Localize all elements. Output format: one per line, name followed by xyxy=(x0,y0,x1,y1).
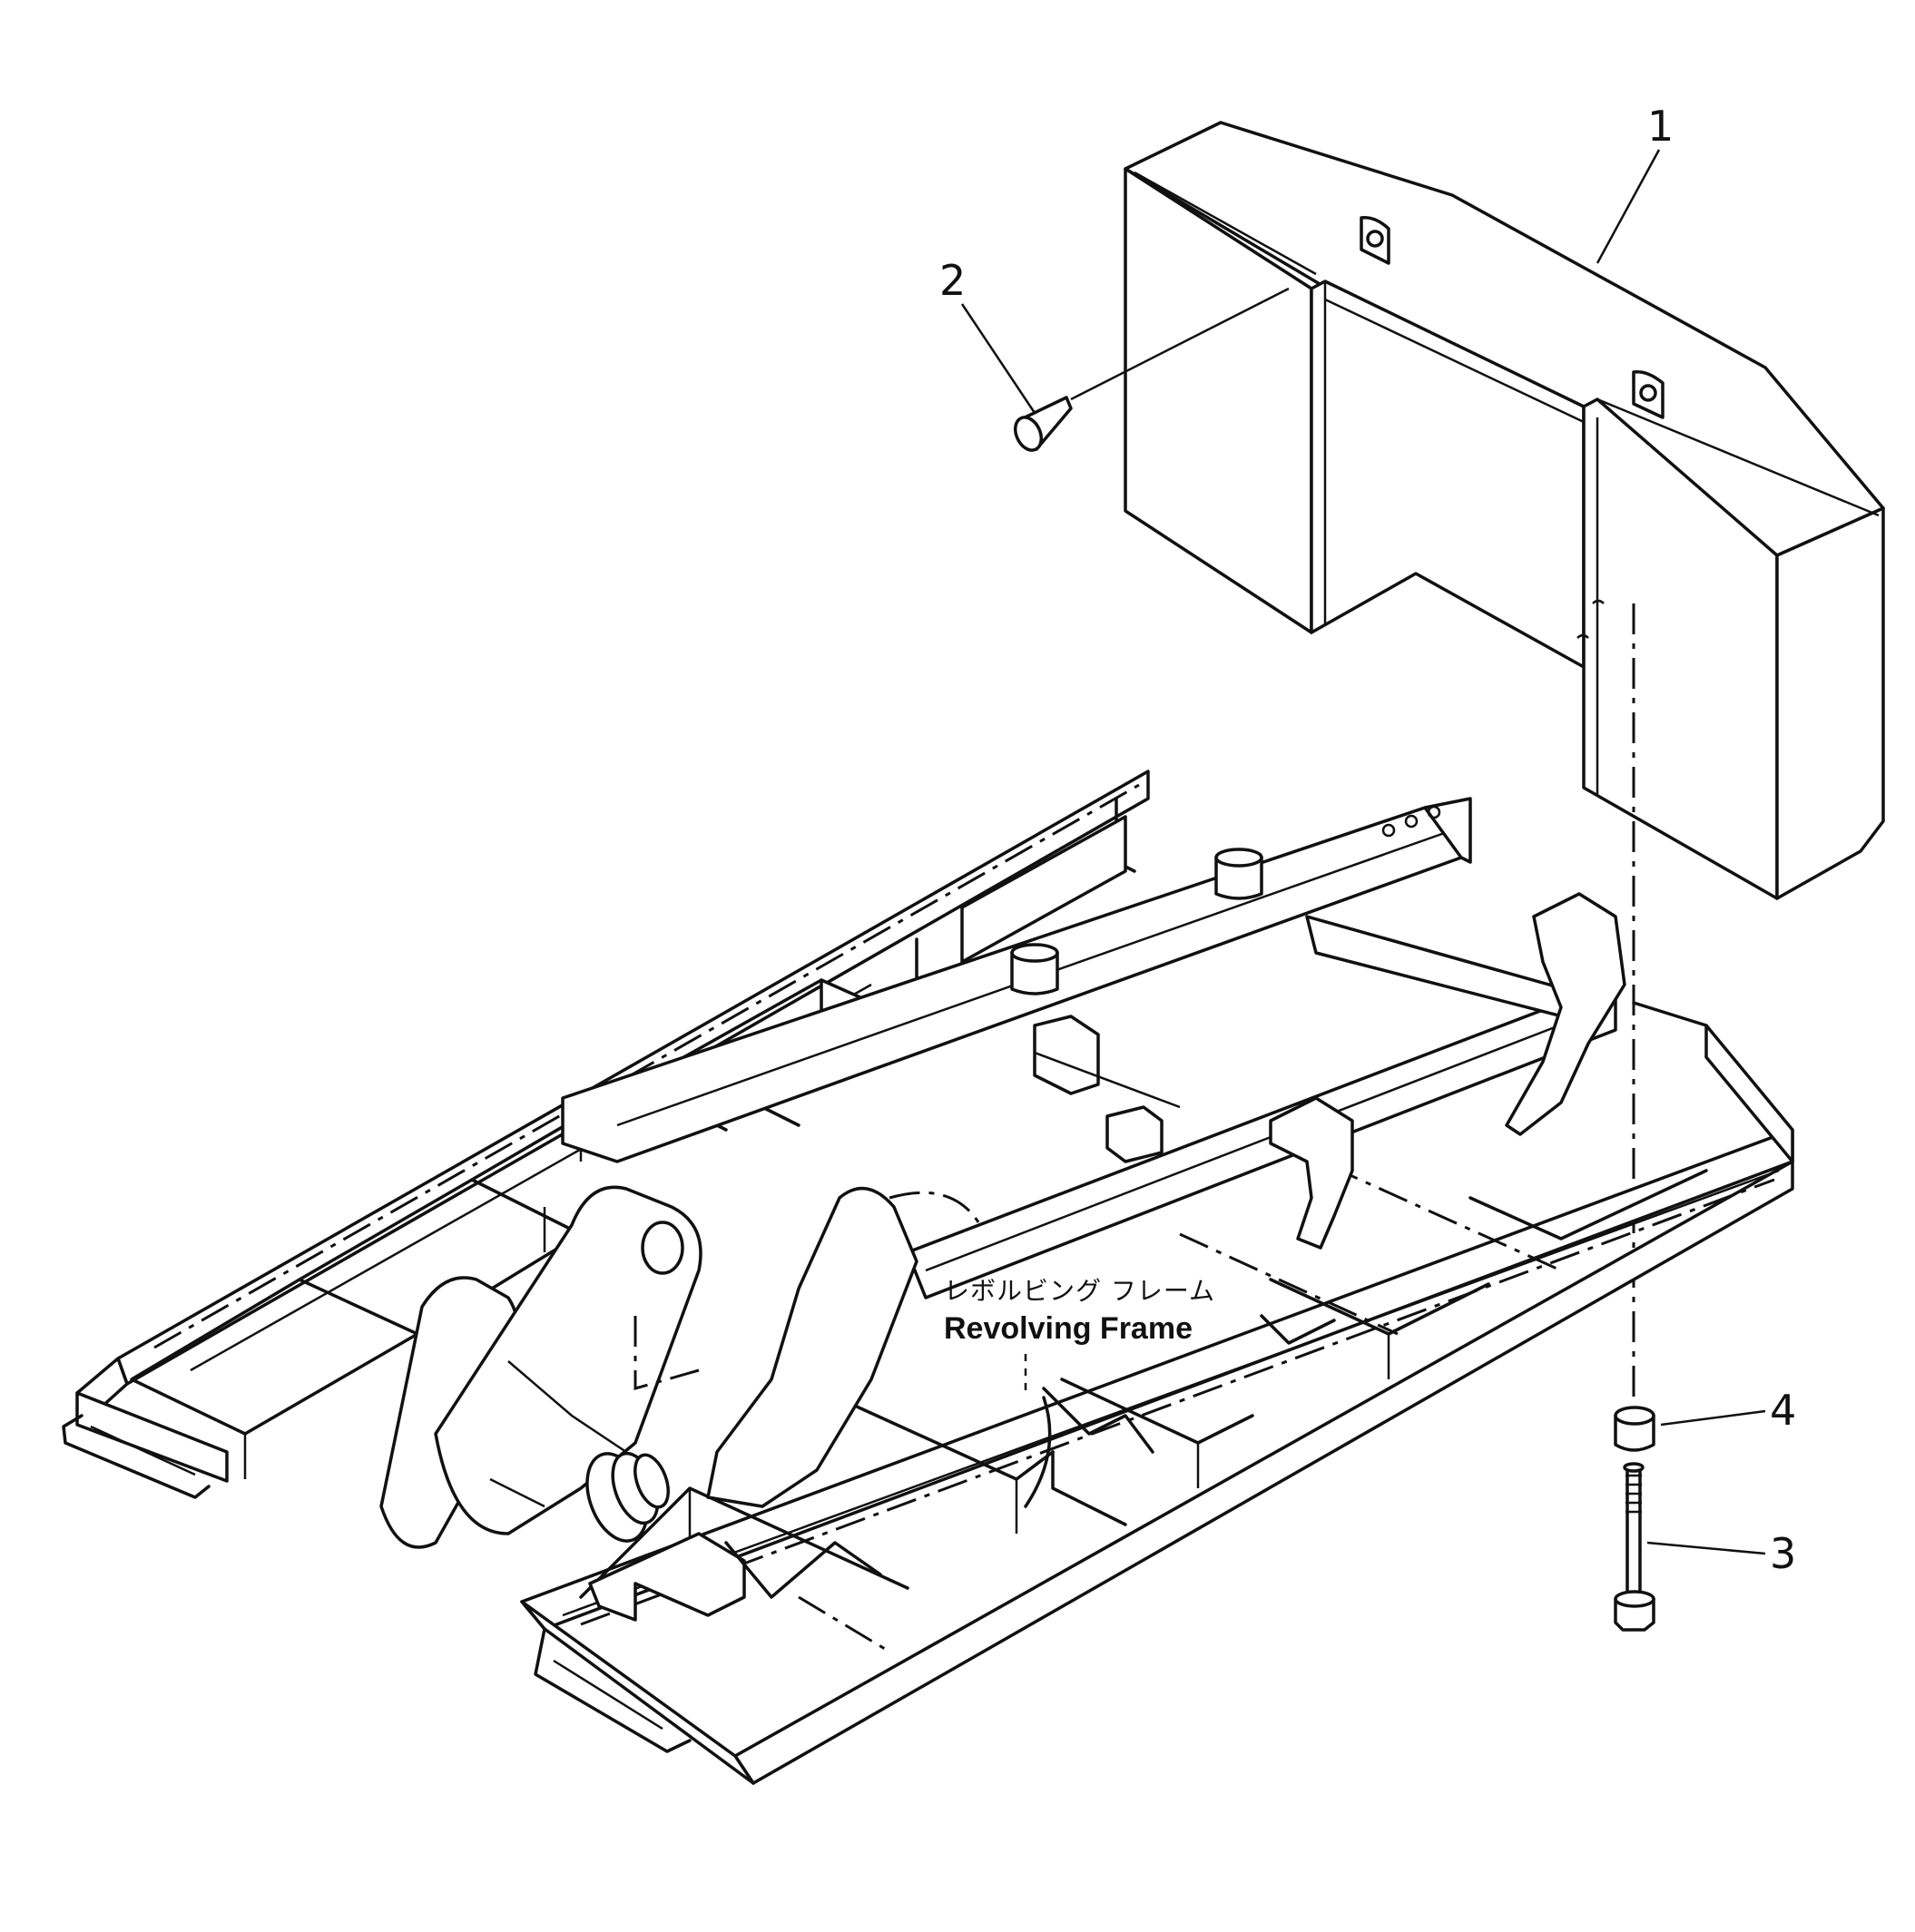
callout-1: 1 xyxy=(1596,102,1674,264)
frame-label-english: Revolving Frame xyxy=(944,1311,1193,1346)
frame-label-japanese: レボルビング フレーム xyxy=(944,1276,1215,1306)
callout-3: 3 xyxy=(1646,1529,1796,1578)
lifting-eye-left xyxy=(1360,216,1390,265)
svg-text:2: 2 xyxy=(939,256,966,305)
callout-2: 2 xyxy=(939,256,1036,414)
bolt-part xyxy=(1614,1462,1655,1632)
svg-text:1: 1 xyxy=(1647,102,1674,151)
boss-1 xyxy=(1214,848,1263,900)
counterweight-part xyxy=(1124,121,1885,900)
frame-label: レボルビング フレーム Revolving Frame xyxy=(944,1276,1215,1398)
washer-part xyxy=(1614,1406,1655,1452)
svg-text:4: 4 xyxy=(1770,1386,1796,1435)
svg-text:3: 3 xyxy=(1770,1529,1796,1578)
plug-part xyxy=(1013,287,1290,452)
callout-4: 4 xyxy=(1660,1386,1796,1435)
boss-2 xyxy=(1010,943,1059,995)
lifting-eye-right xyxy=(1632,370,1665,419)
revolving-frame xyxy=(62,770,1794,1785)
